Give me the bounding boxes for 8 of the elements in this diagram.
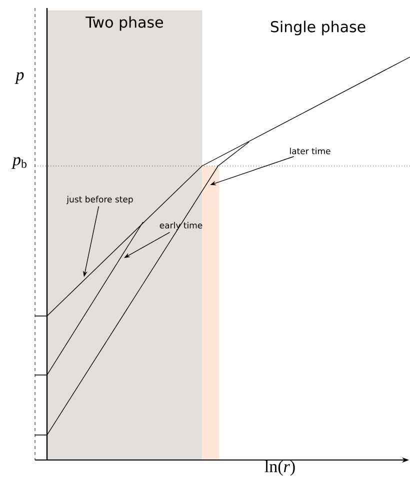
callout-text: early time [160,222,202,230]
axis-label: p [14,72,24,84]
callout-text: just before step [66,196,133,204]
callout-text: later time [290,148,330,154]
axis-label: p$_{b}$ [12,157,27,169]
axis-label: ln(r) [264,460,295,476]
transition-band [202,166,220,460]
region-label: Single phase [270,20,366,36]
